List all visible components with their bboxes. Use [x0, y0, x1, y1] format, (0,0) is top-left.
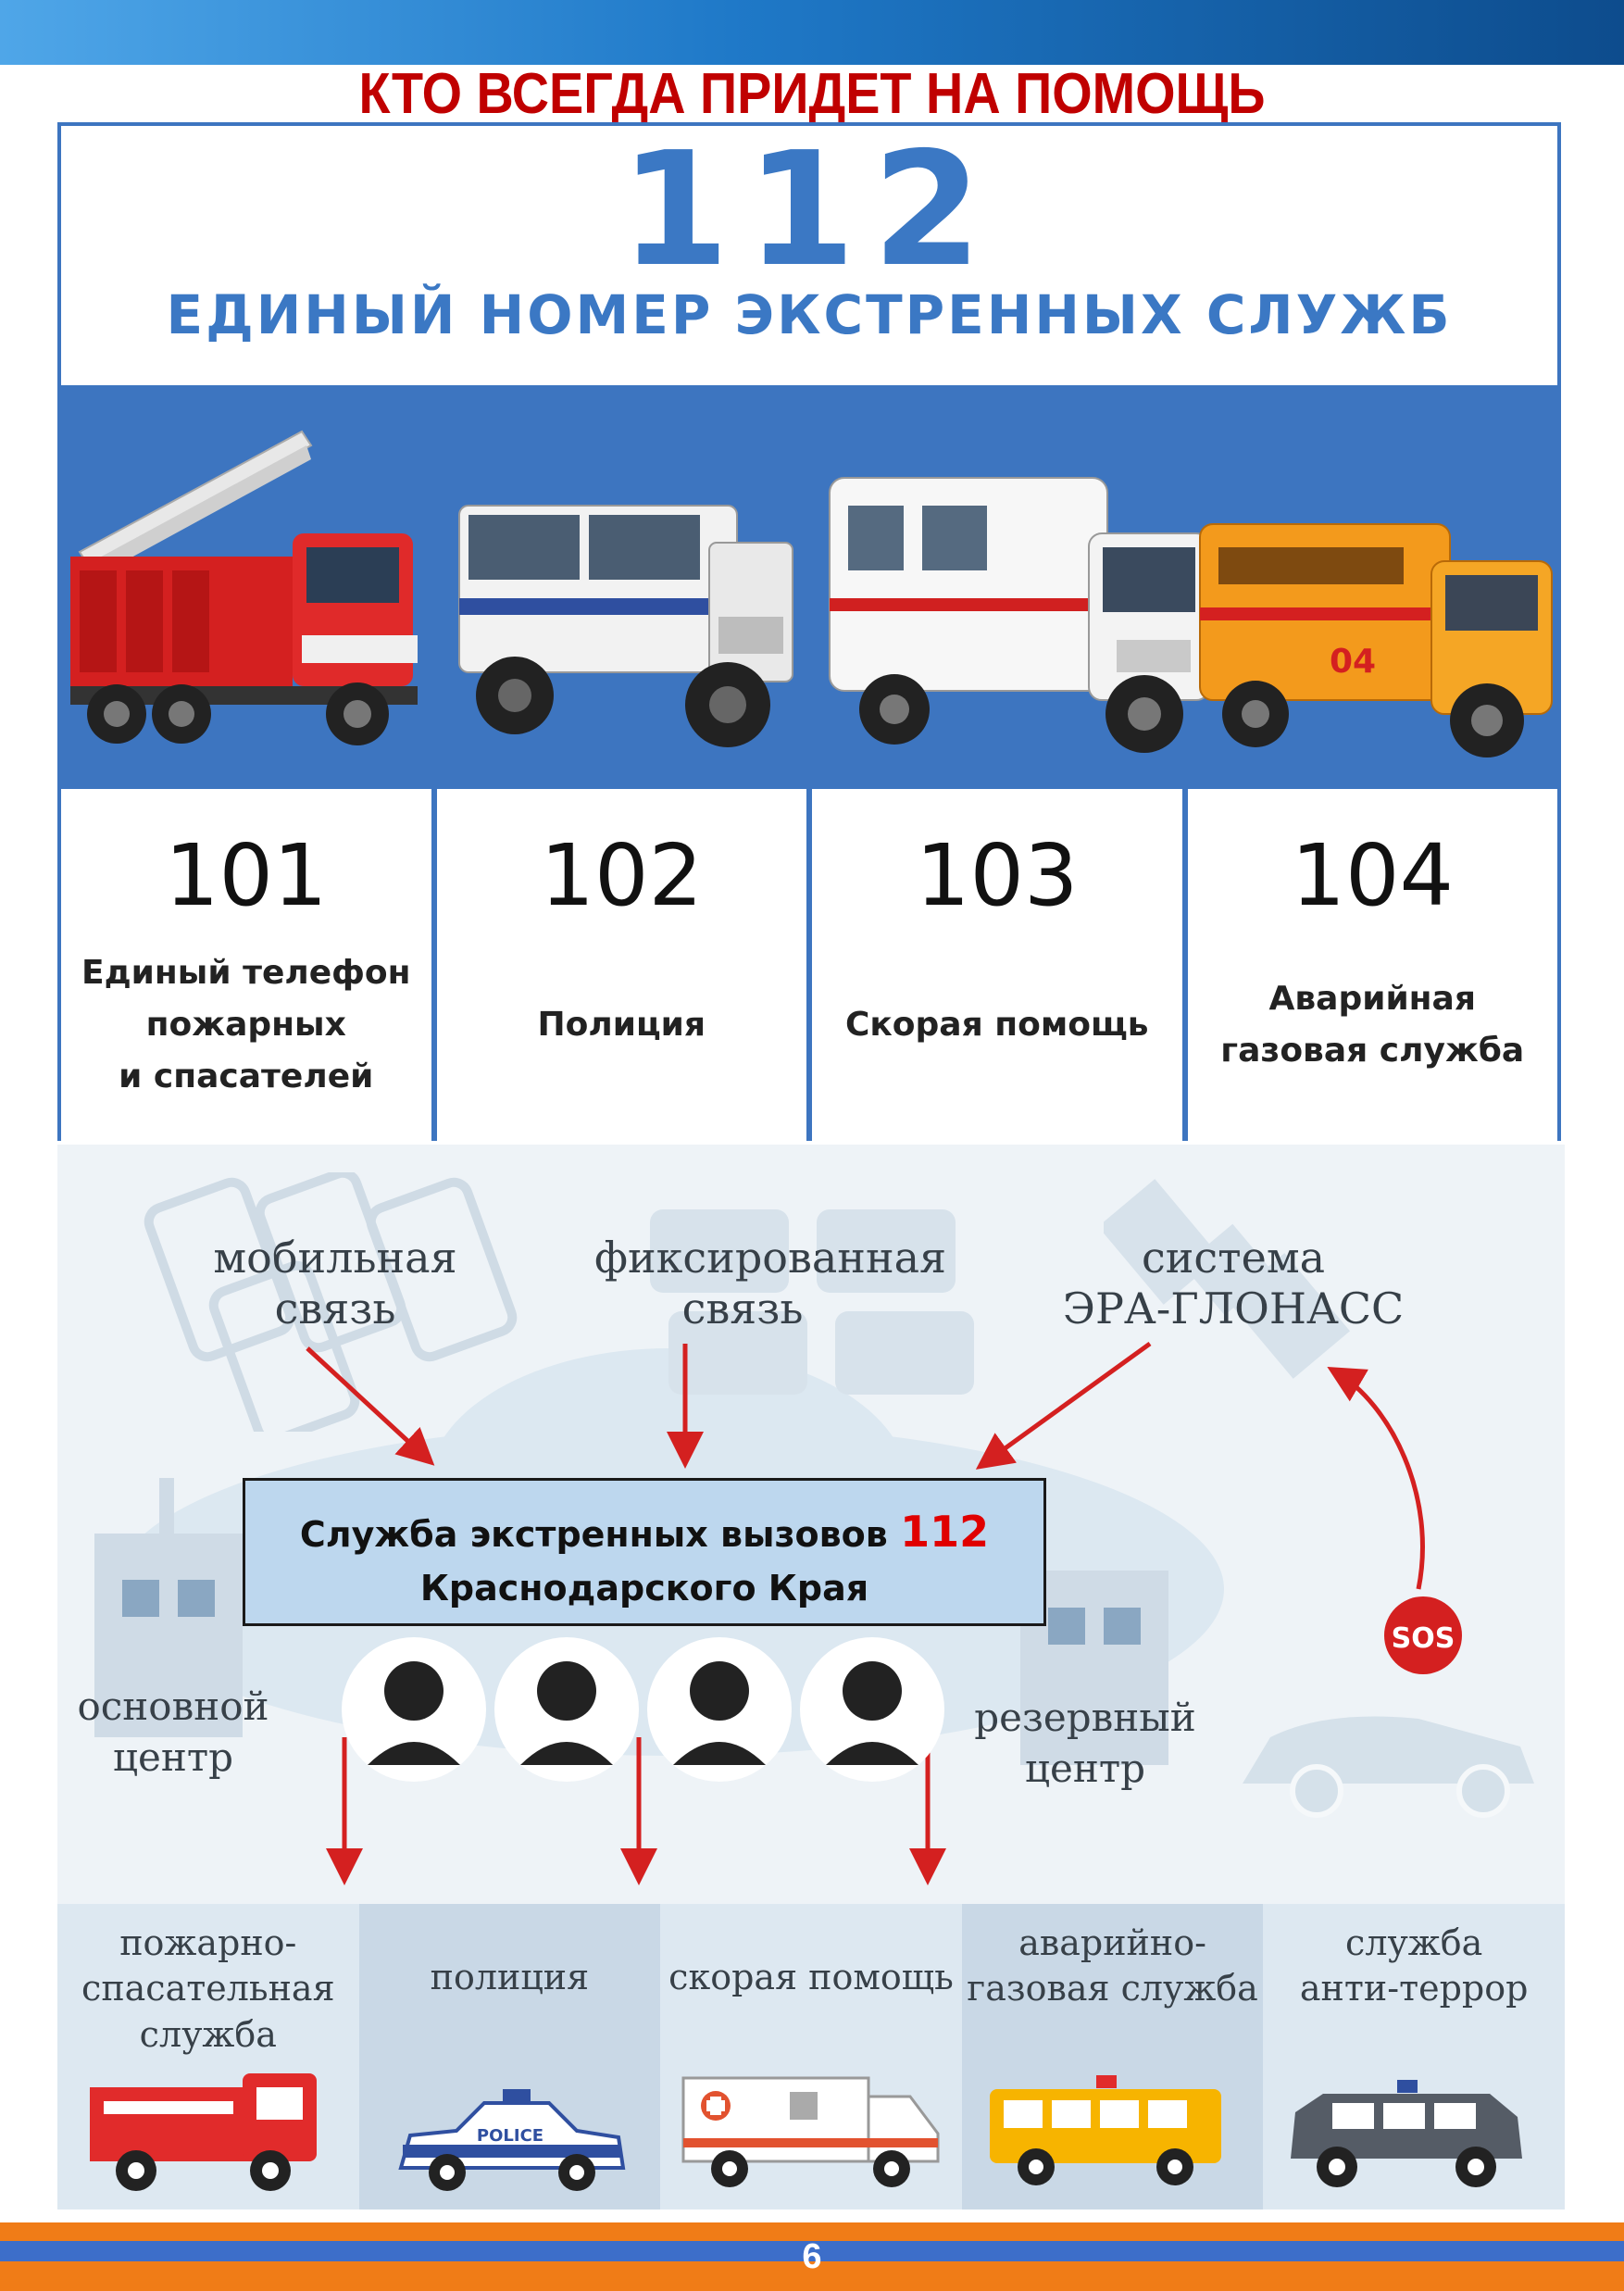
- dispatched-services-row: пожарно- спасательная служба полиция POL…: [57, 1904, 1565, 2210]
- page-title: КТО ВСЕГДА ПРИДЕТ НА ПОМОЩЬ: [358, 62, 1266, 126]
- operator-avatar-icon: [800, 1637, 944, 1782]
- satellite-icon: [1104, 1179, 1350, 1379]
- poster-subtitle: ЕДИНЫЙ НОМЕР ЭКСТРЕННЫХ СЛУЖБ: [166, 283, 1453, 346]
- vehicles-band: 04: [61, 385, 1557, 789]
- service-code: 103: [915, 826, 1079, 925]
- center-title: Служба экстренных вызовов: [299, 1514, 888, 1555]
- police-car-icon: POLICE: [397, 2089, 625, 2191]
- top-gradient-bar: [0, 0, 1624, 65]
- service-description: Полиция: [537, 1006, 706, 1045]
- source-glonass-label: система ЭРА-ГЛОНАСС: [1062, 1233, 1405, 1334]
- fire-truck-icon: [90, 2073, 317, 2191]
- footer-blue-stripe: [0, 2241, 1624, 2261]
- service-label: скорая помощь: [668, 1957, 954, 1997]
- page-number: 6: [802, 2237, 822, 2276]
- service-card-police: 102 Полиция: [436, 789, 806, 1141]
- ambulance-icon: [681, 2076, 940, 2187]
- service-police: полиция POLICE: [358, 1904, 661, 2210]
- service-label: аварийно- газовая служба: [967, 1922, 1258, 2009]
- service-code: 104: [1291, 826, 1455, 925]
- service-card-gas: 104 Аварийная газовая служба: [1187, 789, 1557, 1141]
- gas-van-number: 04: [1330, 643, 1376, 681]
- landline-phones-icon: [650, 1209, 974, 1395]
- main-center-label: основной центр: [77, 1684, 269, 1780]
- emergency-numbers-poster: 112 ЕДИНЫЙ НОМЕР ЭКСТРЕННЫХ СЛУЖБ: [57, 122, 1561, 1141]
- service-code: 101: [164, 826, 328, 925]
- service-numbers-row: 101 Единый телефон пожарных и спасателей…: [61, 789, 1557, 1141]
- police-text: POLICE: [477, 2126, 543, 2146]
- mobile-phones-icon: [144, 1172, 518, 1432]
- operators-group: [342, 1637, 944, 1782]
- center-line-1: Служба экстренных вызовов 112: [245, 1501, 1043, 1563]
- operator-avatar-icon: [494, 1637, 639, 1782]
- operator-avatar-icon: [647, 1637, 792, 1782]
- footer-orange-stripe: [0, 2261, 1624, 2291]
- source-fixed-label: фиксированная связь: [594, 1233, 947, 1334]
- emergency-call-flow-diagram: мобильная связь фиксированная связь сист…: [57, 1145, 1565, 1907]
- emergency-call-service-box: Служба экстренных вызовов 112 Краснодарс…: [243, 1478, 1046, 1626]
- main-center-building-icon: [94, 1478, 243, 1737]
- center-number: 112: [900, 1507, 990, 1557]
- gas-service-van-image: 04: [1199, 523, 1553, 757]
- service-label: пожарно- спасательная служба: [81, 1922, 335, 2055]
- service-gas: аварийно- газовая служба: [961, 1904, 1264, 2210]
- service-anti-terror: служба анти-террор: [1263, 1904, 1565, 2210]
- flow-arrows: [306, 1341, 1425, 1885]
- operator-avatar-icon: [342, 1637, 486, 1782]
- service-card-fire: 101 Единый телефон пожарных и спасателей: [61, 789, 431, 1141]
- service-label: полиция: [430, 1957, 590, 1997]
- fire-truck-image: [70, 430, 418, 745]
- service-description: Единый телефон пожарных и спасателей: [81, 954, 411, 1095]
- reserve-center-label: резервный центр: [974, 1695, 1196, 1791]
- service-description: Аварийная газовая служба: [1220, 980, 1525, 1070]
- service-ambulance: скорая помощь: [660, 1904, 962, 2210]
- service-code: 102: [540, 826, 704, 925]
- anti-terror-vehicle-icon: [1291, 2080, 1523, 2187]
- police-car-image: [458, 505, 793, 747]
- sos-label: SOS: [1392, 1622, 1455, 1655]
- service-card-ambulance: 103 Скорая помощь: [812, 789, 1182, 1141]
- gas-service-bus-icon: [989, 2075, 1221, 2185]
- center-line-2: Краснодарского Края: [419, 1567, 869, 1609]
- footer-orange-stripe: [0, 2222, 1624, 2241]
- sos-car-icon: SOS: [1243, 1596, 1534, 1818]
- source-mobile-label: мобильная связь: [213, 1233, 457, 1334]
- service-description: Скорая помощь: [844, 1006, 1149, 1045]
- ambulance-image: [829, 477, 1210, 753]
- service-label: служба анти-террор: [1299, 1922, 1529, 2009]
- service-fire-rescue: пожарно- спасательная служба: [57, 1904, 359, 2210]
- emergency-number-112: 112: [619, 119, 999, 302]
